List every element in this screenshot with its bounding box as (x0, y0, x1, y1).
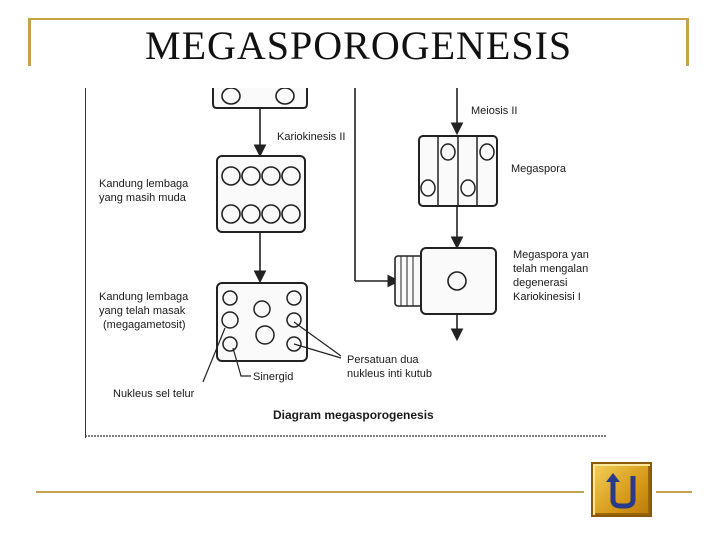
label-degenerate-3: degenerasi (513, 277, 567, 289)
pointer-synergid (232, 347, 251, 377)
megaspore-box (418, 135, 498, 207)
label-degenerate-2: telah mengalan (513, 263, 588, 275)
label-degenerate-4: Kariokinesisi I (513, 291, 581, 303)
return-button[interactable] (591, 462, 652, 517)
young-embryo-sac-box (216, 155, 306, 233)
pointer-polar-1 (293, 321, 342, 357)
degenerate-megaspore-box (394, 247, 497, 315)
label-polar-1: Persatuan dua (347, 354, 419, 366)
label-mature-sac-1: Kandung lembaga (99, 291, 189, 303)
label-degenerate-1: Megaspora yan (513, 249, 589, 261)
return-arrow-icon (606, 473, 636, 509)
top-cell-box (212, 87, 308, 109)
mature-embryo-sac-box (216, 282, 308, 362)
top-rule-right-tick (686, 18, 689, 66)
bottom-rule-left (36, 491, 584, 493)
label-kariokinesis-ii: Kariokinesis II (277, 131, 345, 143)
label-mature-sac-3: (megagametosit) (103, 319, 186, 331)
label-young-sac-1: Kandung lembaga (99, 178, 189, 190)
label-egg-nucleus: Nukleus sel telur (113, 388, 195, 400)
slide-title: MEGASPOROGENESIS (145, 23, 573, 68)
label-polar-2: nukleus inti kutub (347, 368, 432, 380)
label-young-sac-2: yang masih muda (99, 192, 187, 204)
pointer-polar-2 (293, 343, 342, 359)
label-meiosis-ii: Meiosis II (471, 105, 517, 117)
label-synergid: Sinergid (253, 371, 293, 383)
diagram-svg: Kariokinesis II Kandung lembaga yang mas… (84, 87, 607, 438)
pointer-egg-nucleus (202, 327, 226, 383)
diagram-caption: Diagram megasporogenesis (273, 408, 434, 422)
megasporogenesis-diagram: Kariokinesis II Kandung lembaga yang mas… (84, 87, 610, 448)
label-mature-sac-2: yang telah masak (99, 305, 186, 317)
top-rule-left-tick (28, 18, 31, 66)
top-rule (28, 18, 688, 20)
bottom-rule-right (656, 491, 692, 493)
label-megaspora: Megaspora (511, 163, 567, 175)
